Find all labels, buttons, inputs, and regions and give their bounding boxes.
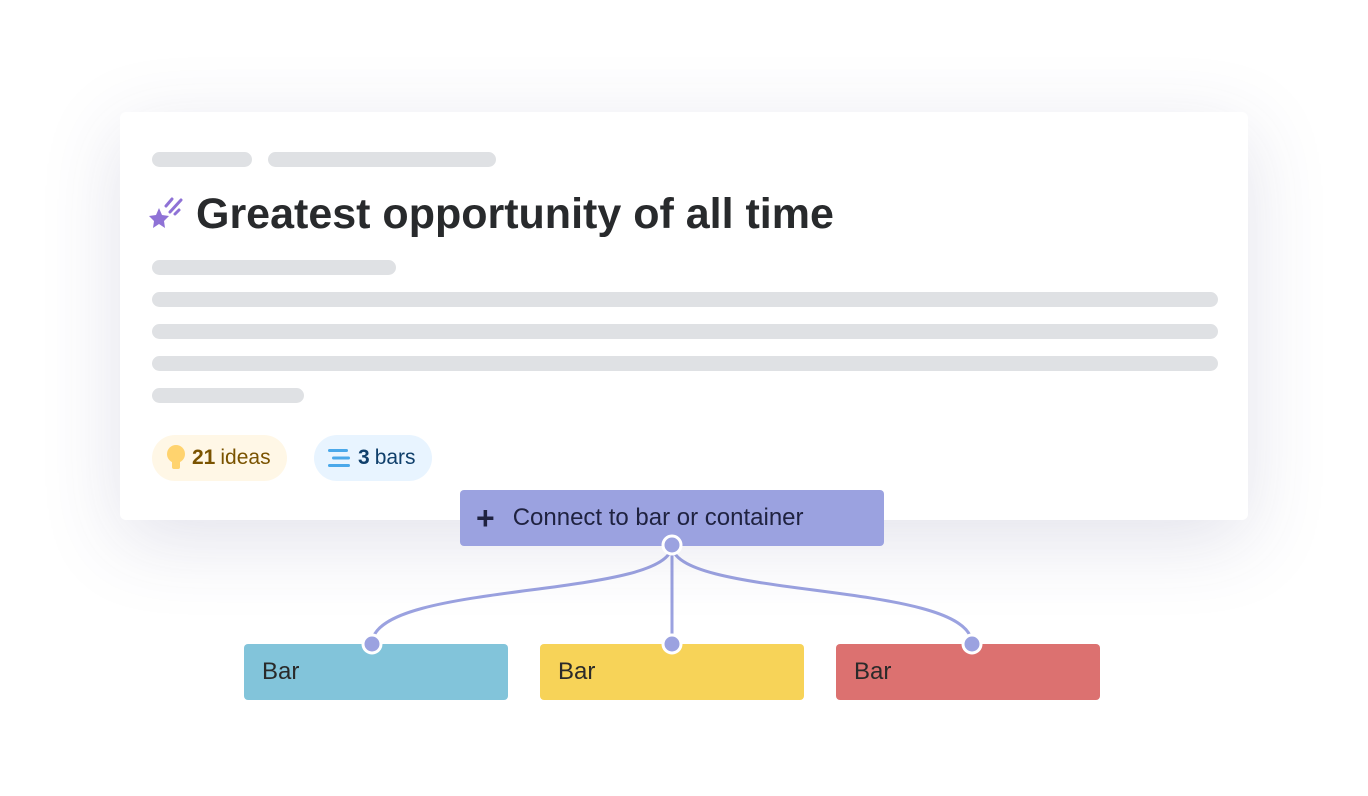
skeleton-line <box>152 324 1218 339</box>
skeleton-line <box>152 152 252 167</box>
skeleton-line <box>152 292 1218 307</box>
connect-label: Connect to bar or container <box>512 504 804 531</box>
opportunity-card[interactable]: Greatest opportunity of all time 21 idea… <box>120 112 1248 520</box>
skeleton-line <box>152 388 304 403</box>
bars-badge[interactable]: 3 bars <box>314 435 432 481</box>
skeleton-line <box>152 356 1218 371</box>
skeleton-line <box>268 152 496 167</box>
ideas-label: ideas <box>220 446 271 469</box>
lightbulb-icon <box>167 445 185 469</box>
shooting-star-icon <box>149 197 183 228</box>
bar-label: Bar <box>854 658 892 685</box>
skeleton-line <box>152 260 396 275</box>
bar-yellow[interactable]: Bar <box>540 644 804 700</box>
bar-label: Bar <box>262 658 300 685</box>
bars-icon <box>328 449 350 467</box>
bar-label: Bar <box>558 658 596 685</box>
bar-red[interactable]: Bar <box>836 644 1100 700</box>
ideas-count: 21 <box>192 446 216 469</box>
ideas-badge[interactable]: 21 ideas <box>152 435 287 481</box>
bar-blue[interactable]: Bar <box>244 644 508 700</box>
plus-icon: + <box>476 499 495 536</box>
bars-label: bars <box>374 446 416 469</box>
connect-button[interactable]: + Connect to bar or container <box>460 490 884 546</box>
page-title: Greatest opportunity of all time <box>196 190 834 238</box>
bars-count: 3 <box>358 446 370 469</box>
